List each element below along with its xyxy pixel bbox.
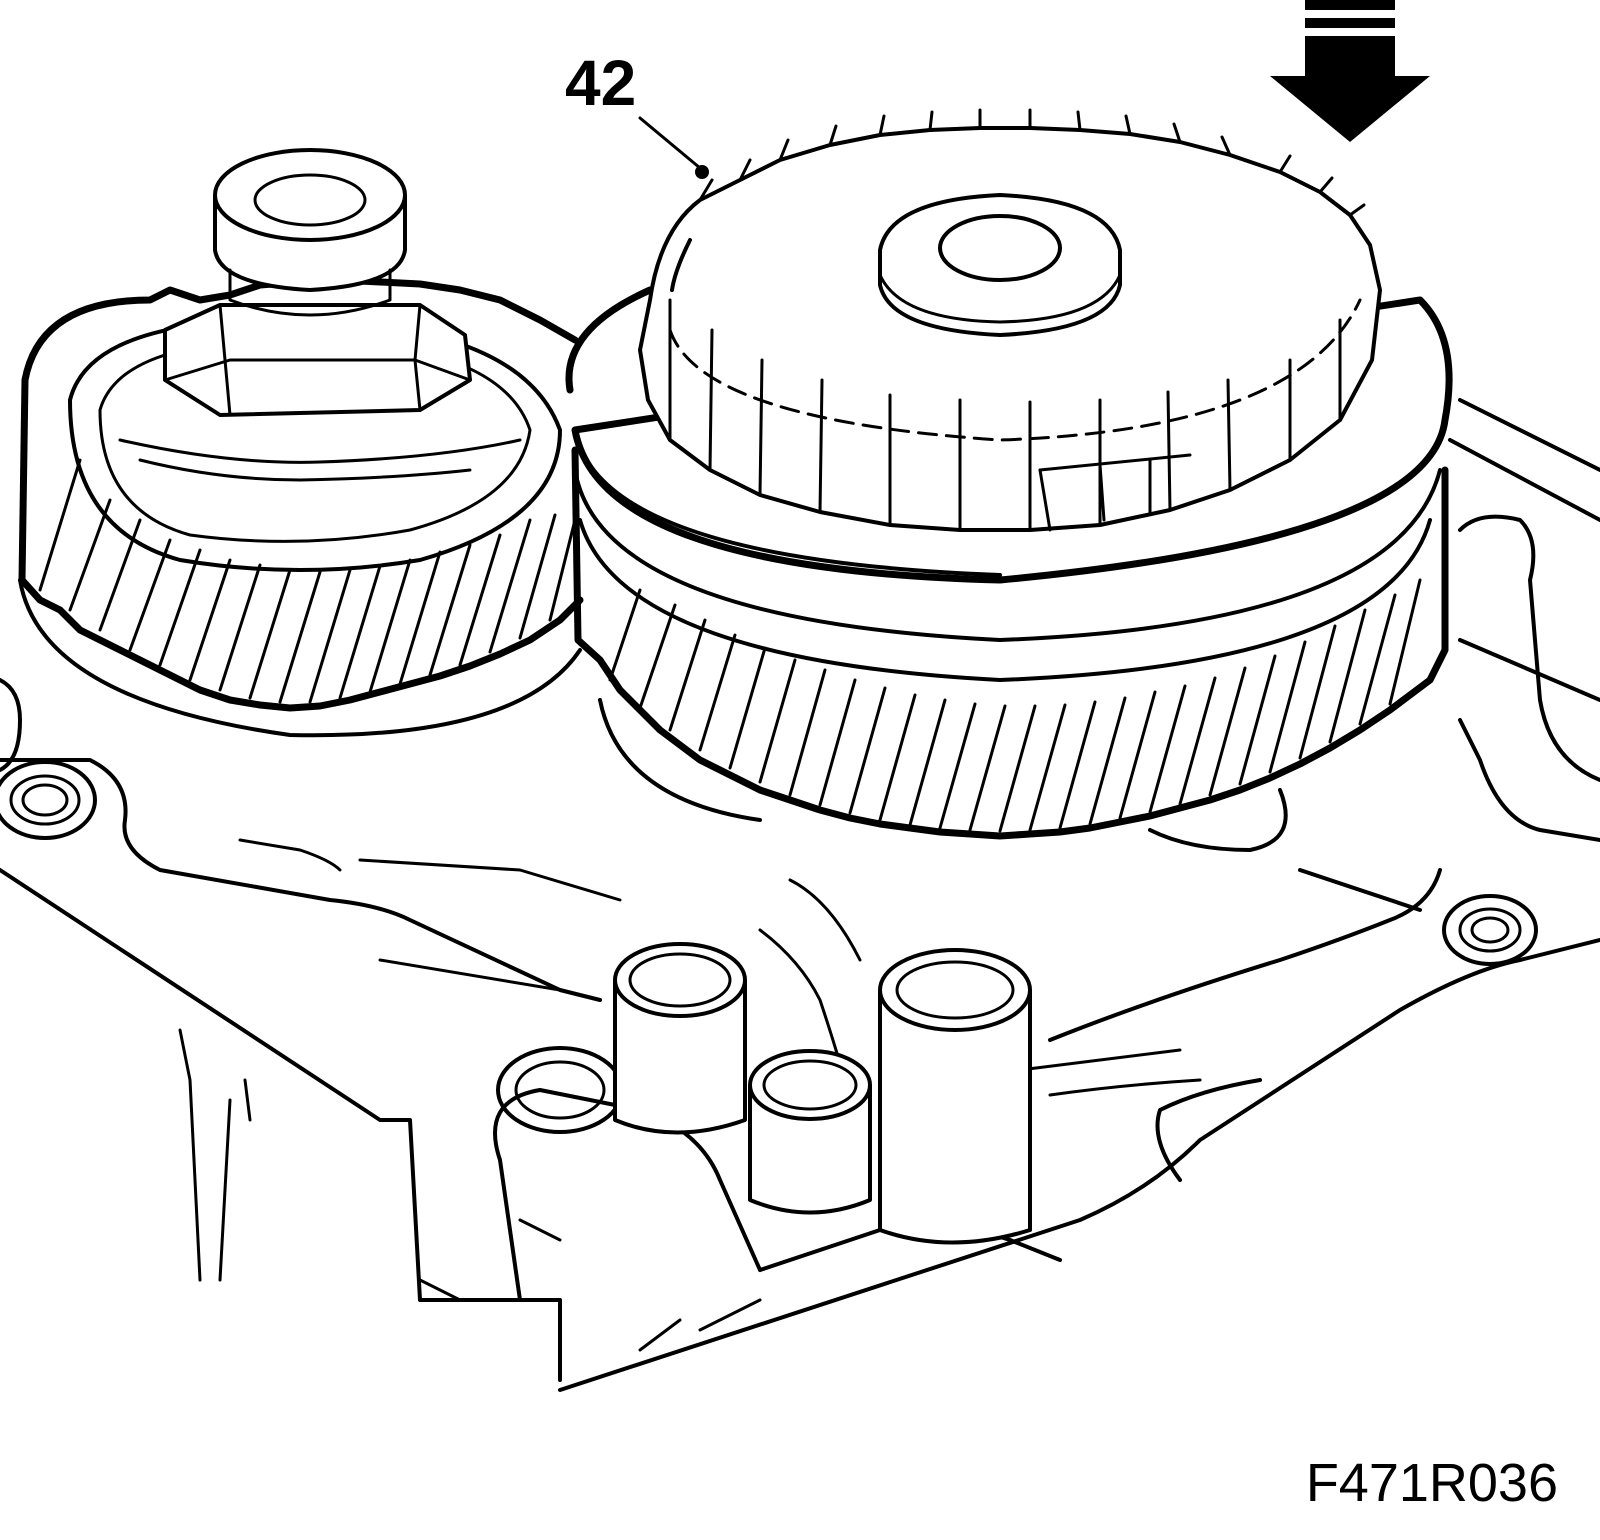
bolt-hole-center xyxy=(496,1046,624,1134)
figure-code: F471R036 xyxy=(1305,1453,1558,1513)
right-gear-assembly xyxy=(565,108,1453,852)
callout-number: 42 xyxy=(565,47,636,119)
bolt-hole-left xyxy=(0,760,97,840)
transmission-housing xyxy=(0,398,1600,1392)
shift-rods xyxy=(613,942,1032,1245)
callout-42: 42 xyxy=(565,47,709,179)
left-helical-gear xyxy=(18,148,584,738)
bolt-hole-right xyxy=(1442,894,1538,966)
down-arrow-icon xyxy=(1270,0,1430,142)
